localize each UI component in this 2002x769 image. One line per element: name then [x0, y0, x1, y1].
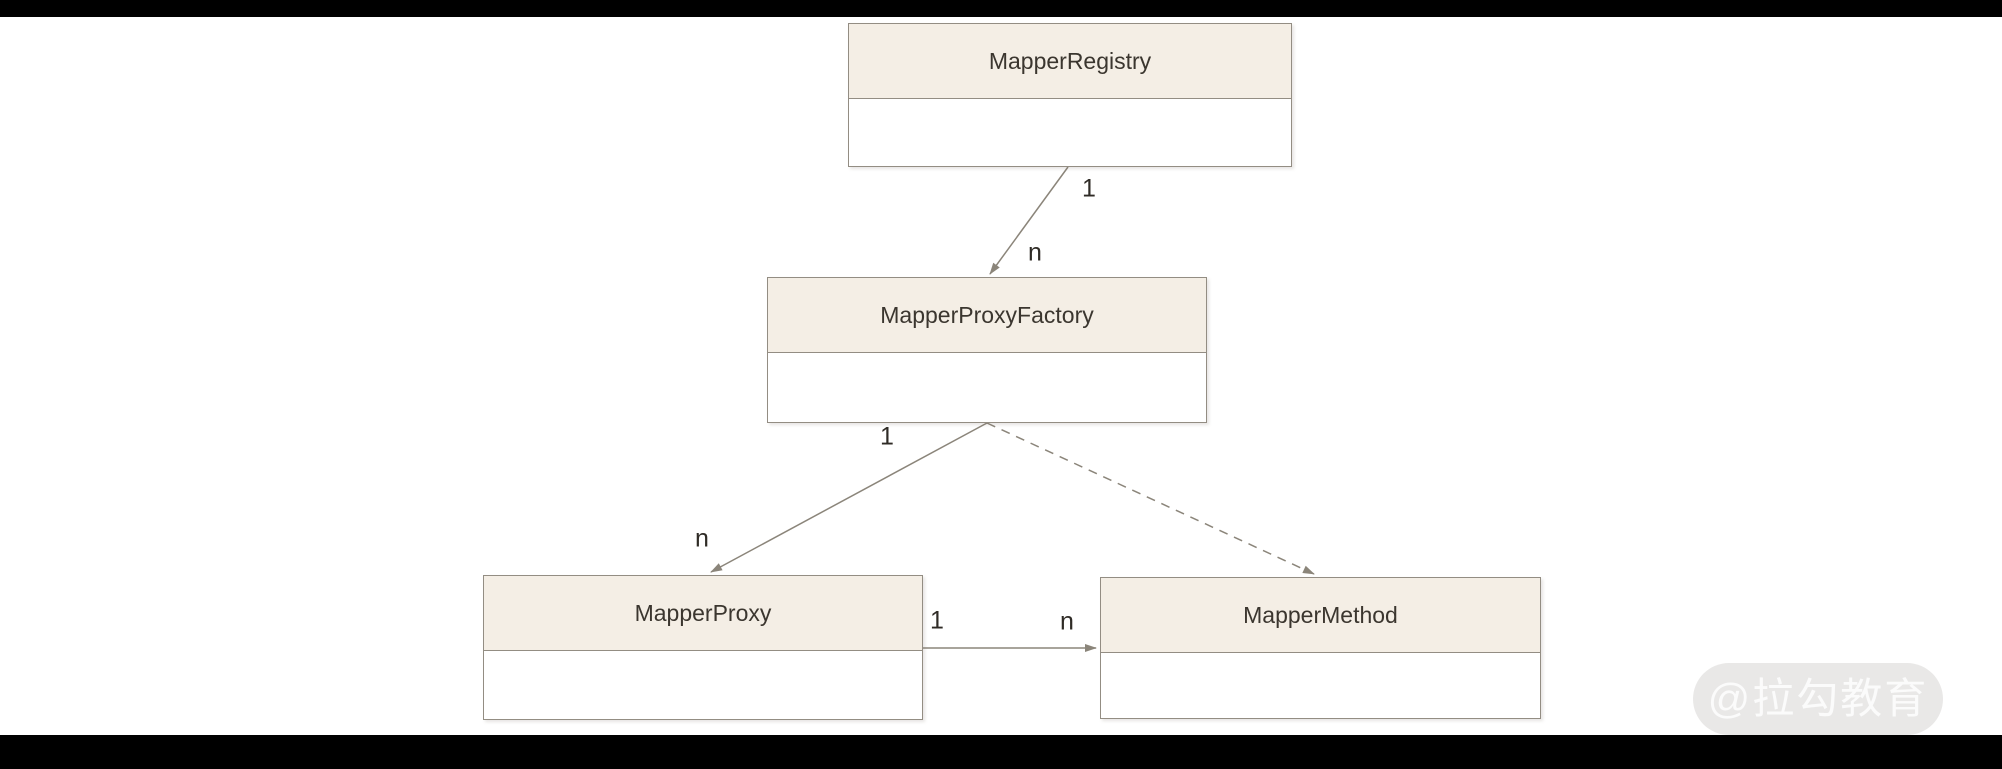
class-header: MapperProxy: [484, 576, 922, 651]
class-header: MapperProxyFactory: [768, 278, 1206, 353]
class-attributes-section: [768, 353, 1206, 422]
class-box-mapper-method: MapperMethod: [1100, 577, 1541, 719]
class-name: MapperProxyFactory: [880, 301, 1094, 328]
class-box-mapper-registry: MapperRegistry: [848, 23, 1292, 167]
class-attributes-section: [484, 651, 922, 719]
watermark-text: @拉勾教育: [1707, 675, 1929, 722]
edge-proxyfactory-to-method-dependency: [986, 422, 1315, 575]
class-attributes-section: [849, 99, 1291, 166]
multiplicity-label-source: 1: [930, 606, 944, 635]
class-name: MapperMethod: [1243, 601, 1398, 628]
class-box-mapper-proxy: MapperProxy: [483, 575, 923, 720]
multiplicity-label-target: n: [695, 524, 709, 553]
class-name: MapperRegistry: [988, 47, 1152, 74]
multiplicity-label-target: n: [1028, 238, 1042, 267]
letterbox-bottom-bar: [0, 735, 2002, 769]
class-name: MapperProxy: [634, 599, 772, 626]
letterbox-top-bar: [0, 0, 2002, 17]
class-box-mapper-proxy-factory: MapperProxyFactory: [767, 277, 1207, 423]
edge-proxyfactory-to-proxy: [710, 422, 988, 573]
multiplicity-label-source: 1: [1082, 174, 1096, 203]
class-header: MapperMethod: [1101, 578, 1540, 653]
class-attributes-section: [1101, 653, 1540, 718]
multiplicity-label-target: n: [1060, 607, 1074, 636]
watermark-badge: @拉勾教育: [1693, 663, 1943, 735]
multiplicity-label-source: 1: [880, 422, 894, 451]
class-header: MapperRegistry: [849, 24, 1291, 99]
